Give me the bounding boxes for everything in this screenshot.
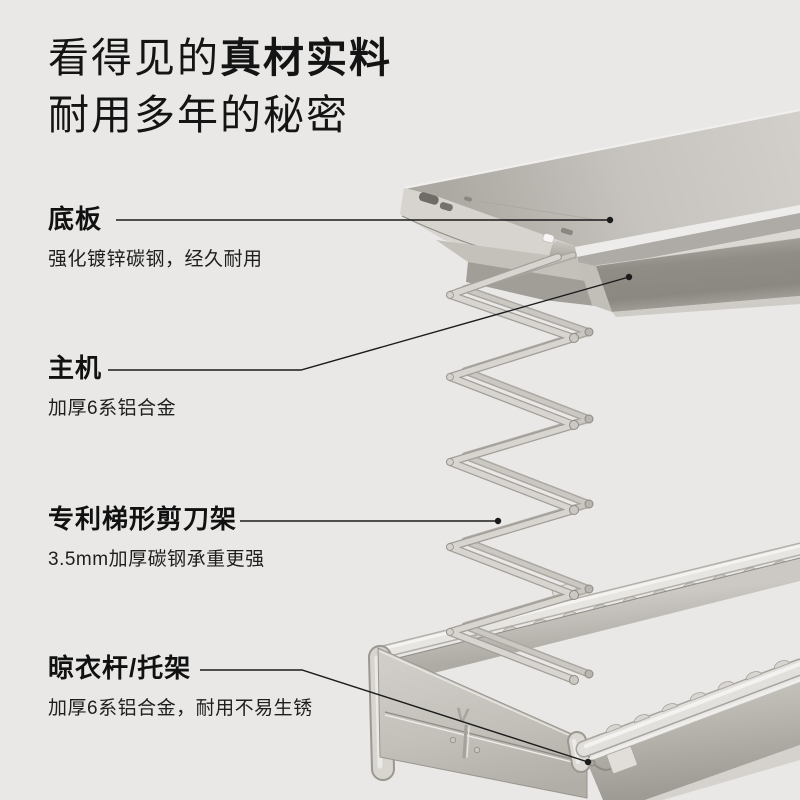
panel-seam bbox=[384, 711, 577, 761]
plate-surface-seam bbox=[477, 200, 605, 222]
plate-front-face bbox=[577, 213, 800, 271]
rack-drying-rod bbox=[577, 660, 800, 756]
leader-line-main-unit bbox=[108, 276, 630, 371]
callout-scissor-frame-description: 3.5mm加厚碳钢承重更强 bbox=[48, 549, 265, 570]
plate-top-surface bbox=[404, 110, 800, 249]
leader-dot-scissor-frame bbox=[494, 517, 502, 525]
scissor-hinge bbox=[569, 333, 579, 685]
bracket-slot bbox=[418, 192, 439, 205]
headline-line1-emphasis: 真材实料 bbox=[220, 35, 392, 81]
leader-dot-base-plate bbox=[606, 216, 614, 224]
rack-drying-rod-highlight bbox=[584, 662, 800, 748]
main-unit-bottom-lip bbox=[612, 296, 800, 317]
headline-line1: 看得见的真材实料 bbox=[48, 30, 392, 87]
callout-base-plate-label: 底板 bbox=[48, 204, 103, 234]
scissor-frame-illustration bbox=[446, 251, 594, 685]
leader-dot-main-unit bbox=[625, 273, 633, 281]
viomi-logo-mark: V bbox=[455, 704, 471, 727]
panel-rivet bbox=[473, 746, 481, 754]
leader-lines bbox=[108, 216, 633, 766]
callout-main-unit-label: 主机 bbox=[48, 353, 103, 383]
callout-drying-rod-label: 晾衣杆/托架 bbox=[48, 653, 192, 683]
plate-back-edge-highlight bbox=[403, 108, 800, 190]
headline-line2: 耐用多年的秘密 bbox=[48, 91, 349, 138]
rack-front-panel bbox=[377, 647, 588, 799]
scissor-arm bbox=[447, 254, 577, 683]
rack-latch-hook bbox=[594, 764, 612, 771]
callout-main-unit-description: 加厚6系铝合金 bbox=[48, 398, 177, 419]
page-title: 看得见的真材实料 耐用多年的秘密 bbox=[48, 30, 392, 143]
rack-front-face bbox=[587, 682, 800, 800]
rod-slots bbox=[605, 660, 790, 734]
callout-scissor-frame-label: 专利梯形剪刀架 bbox=[48, 504, 238, 534]
bracket-mark bbox=[560, 227, 573, 236]
callout-base-plate-description: 强化镀锌碳钢，经久耐用 bbox=[48, 249, 263, 270]
rack-back-rod bbox=[373, 544, 800, 658]
panel-top-highlight bbox=[378, 650, 574, 738]
rack-bracket-block bbox=[606, 746, 638, 774]
bracket-slot bbox=[439, 202, 453, 212]
scissor-hinge-left bbox=[446, 291, 454, 636]
main-unit-underside-shadow bbox=[436, 240, 586, 281]
main-unit-illustration bbox=[436, 237, 800, 317]
scissor-hinge-far bbox=[584, 327, 594, 679]
callout-scissor-frame: 专利梯形剪刀架 3.5mm加厚碳钢承重更强 bbox=[48, 504, 265, 571]
callout-drying-rod-description: 加厚6系铝合金，耐用不易生锈 bbox=[48, 698, 313, 719]
mounting-hole bbox=[542, 233, 555, 244]
leader-line-drying-rod bbox=[200, 669, 589, 763]
panel-gap bbox=[462, 724, 468, 759]
panel-rivet bbox=[449, 736, 457, 744]
panel-gap-highlight bbox=[466, 726, 470, 758]
panel-seam-highlight bbox=[384, 714, 577, 764]
main-unit-body bbox=[596, 238, 800, 312]
bracket-tab bbox=[464, 196, 472, 202]
leader-dot-drying-rod bbox=[584, 758, 592, 766]
callout-main-unit: 主机 加厚6系铝合金 bbox=[48, 353, 176, 420]
callout-drying-rod: 晾衣杆/托架 加厚6系铝合金，耐用不易生锈 bbox=[48, 653, 313, 720]
plate-front-bevel bbox=[575, 205, 800, 257]
headline-line1-regular: 看得见的 bbox=[48, 35, 220, 81]
rack-hanging-rail bbox=[381, 557, 800, 685]
rack-front-face-rim bbox=[586, 679, 800, 761]
rack-back-rod-highlight bbox=[376, 544, 800, 652]
callout-base-plate: 底板 强化镀锌碳钢，经久耐用 bbox=[48, 204, 263, 271]
rack-bottom-lip bbox=[645, 745, 800, 800]
